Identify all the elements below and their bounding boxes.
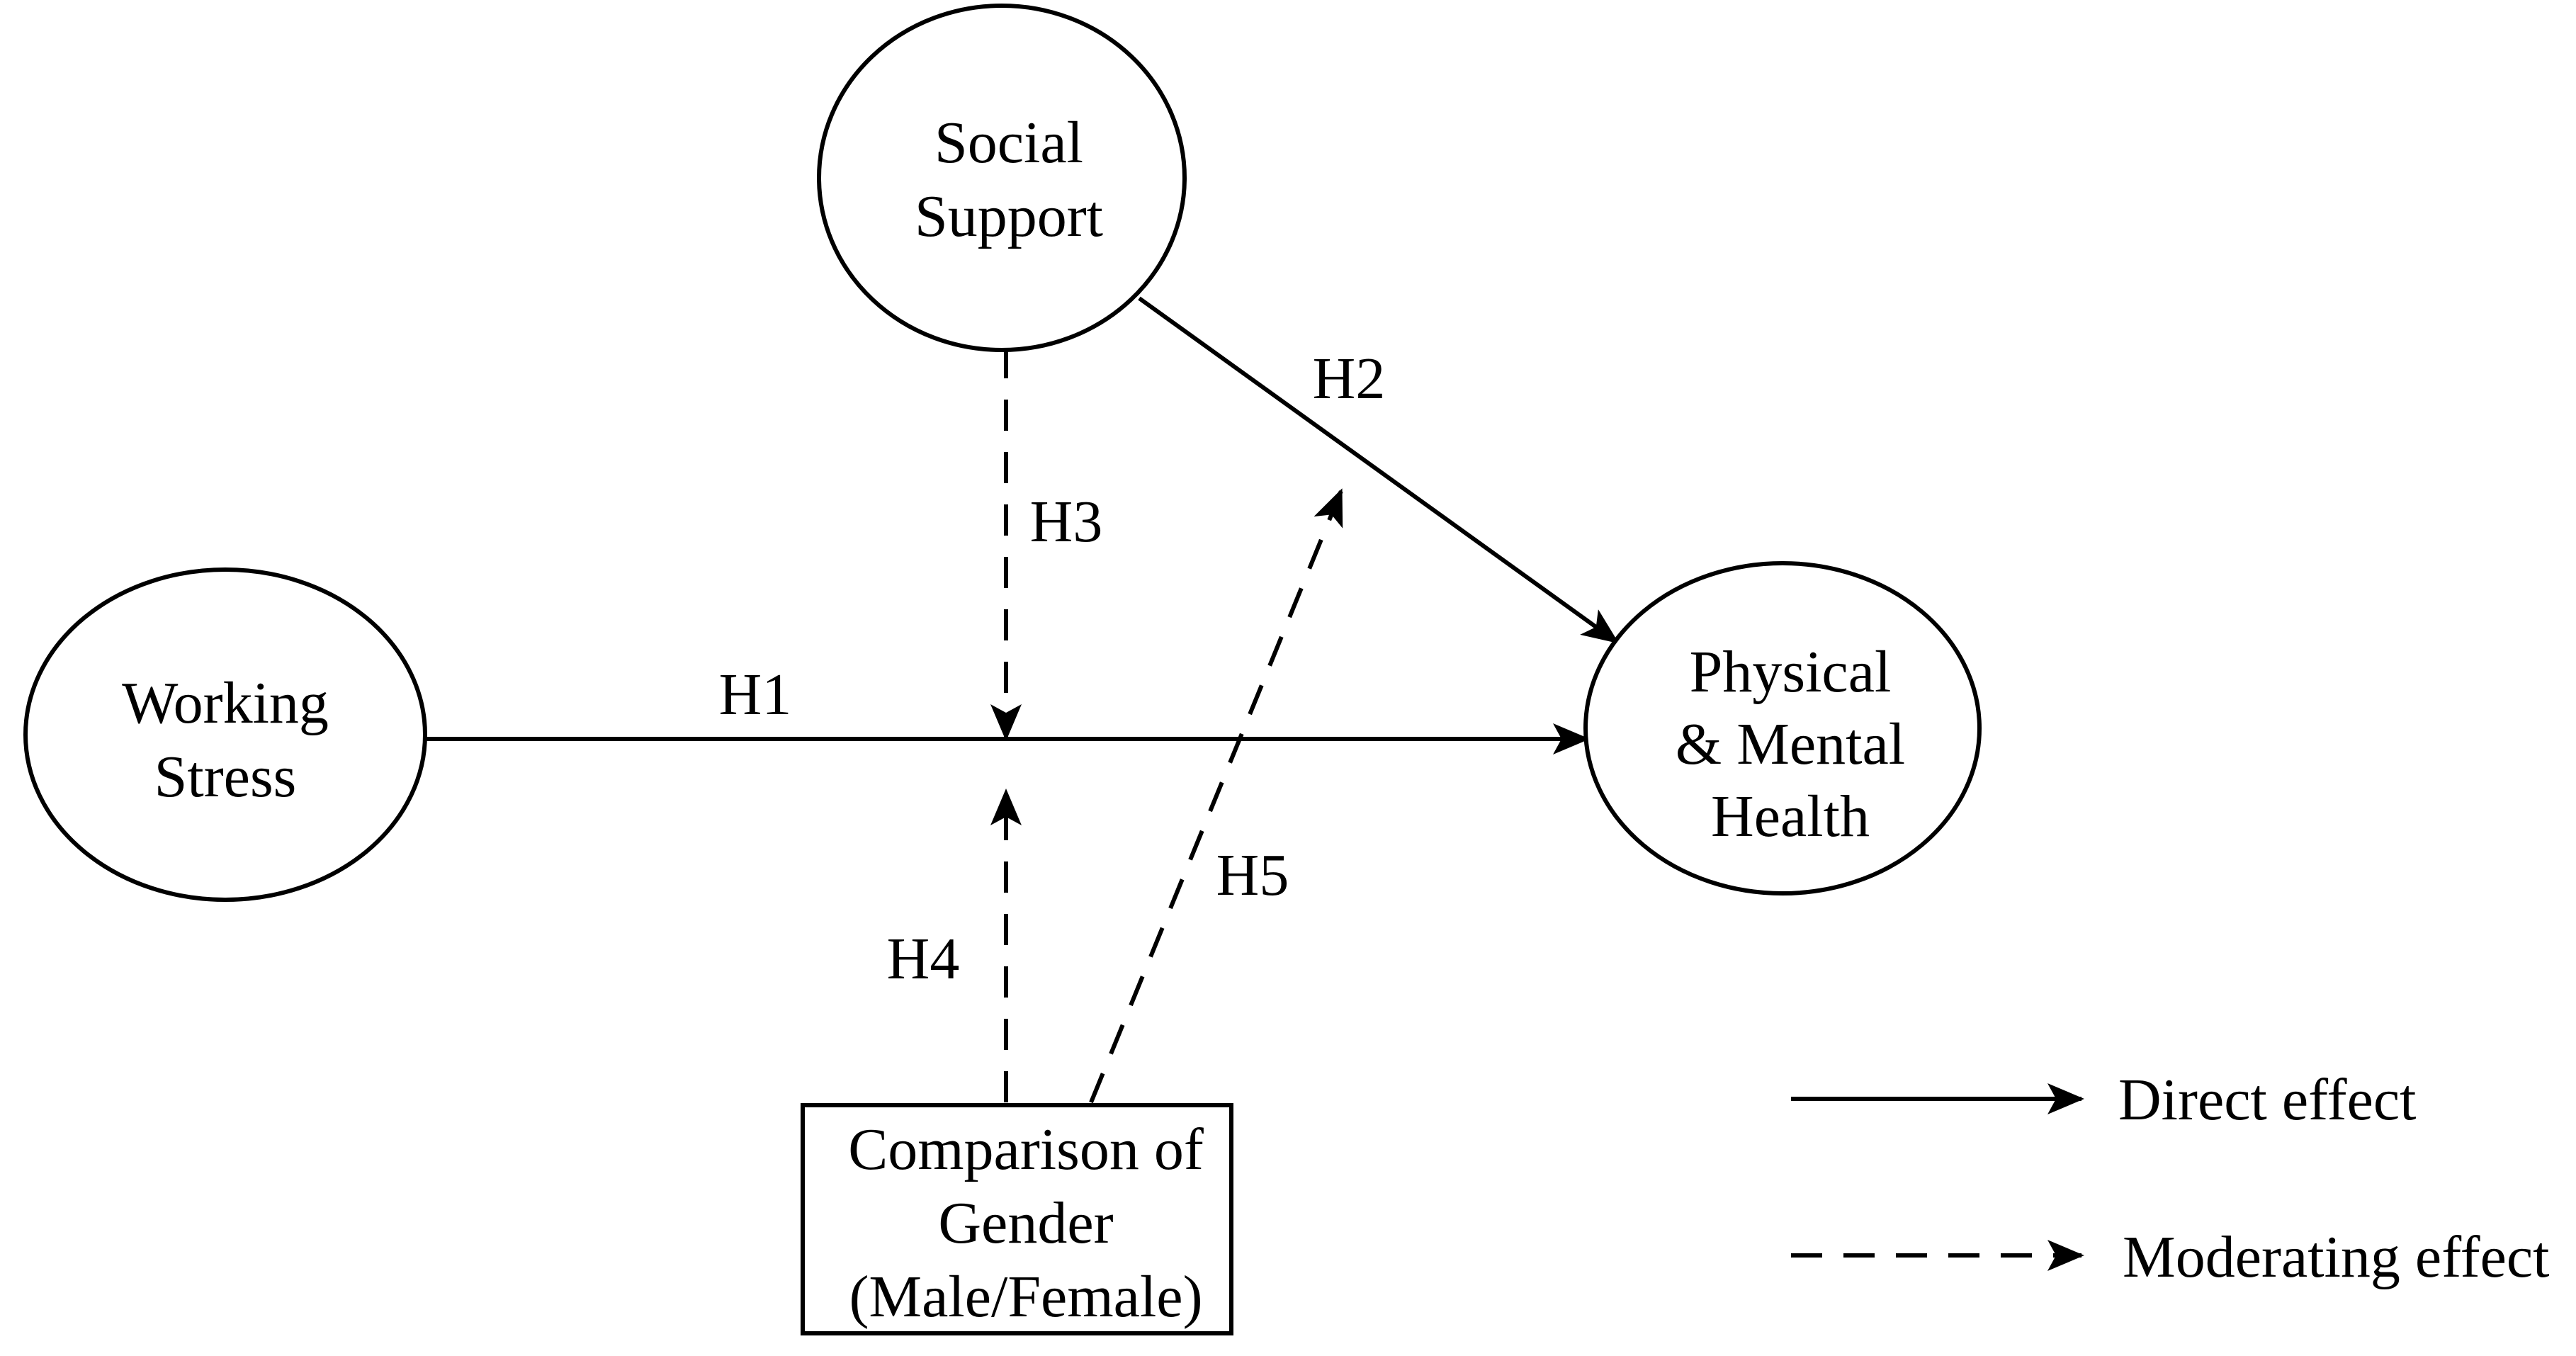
node-working-stress-line-1: Working — [122, 670, 329, 736]
edge-h2-arrow — [1138, 296, 1620, 644]
node-social-support-line-1: Social — [934, 110, 1083, 176]
node-comparison-of-gender: Comparison of Gender (Male/Female) — [801, 1103, 1233, 1335]
node-health-line-2: & Mental — [1676, 711, 1905, 777]
edge-h3-label: H3 — [1030, 489, 1103, 555]
node-physical-mental-health-shape — [1583, 561, 1982, 895]
node-health-line-3: Health — [1711, 784, 1870, 849]
legend-direct-label: Direct effect — [2118, 1067, 2417, 1133]
edge-h2-label: H2 — [1313, 346, 1386, 412]
node-gender-line-3: (Male/Female) — [849, 1264, 1202, 1330]
edge-h4-label: H4 — [887, 926, 960, 992]
node-working-stress-line-2: Stress — [154, 744, 297, 810]
node-social-support-shape — [817, 4, 1187, 352]
legend: Direct effect Moderating effect — [1791, 1067, 2550, 1290]
edge-h1-label: H1 — [719, 662, 792, 728]
node-comparison-of-gender-shape — [801, 1103, 1233, 1335]
node-working-stress: Working Stress — [23, 567, 427, 902]
node-working-stress-shape — [23, 567, 427, 902]
node-social-support-line-2: Support — [915, 183, 1103, 249]
node-health-line-1: Physical — [1690, 639, 1892, 705]
node-social-support: Social Support — [817, 4, 1187, 352]
edge-h5-label: H5 — [1216, 842, 1289, 908]
node-physical-mental-health: Physical & Mental Health — [1583, 561, 1982, 895]
node-gender-line-2: Gender — [938, 1190, 1113, 1256]
legend-moderating-label: Moderating effect — [2123, 1224, 2550, 1290]
node-gender-line-1: Comparison of — [848, 1117, 1204, 1182]
edge-h5-arrow — [1089, 488, 1343, 1104]
